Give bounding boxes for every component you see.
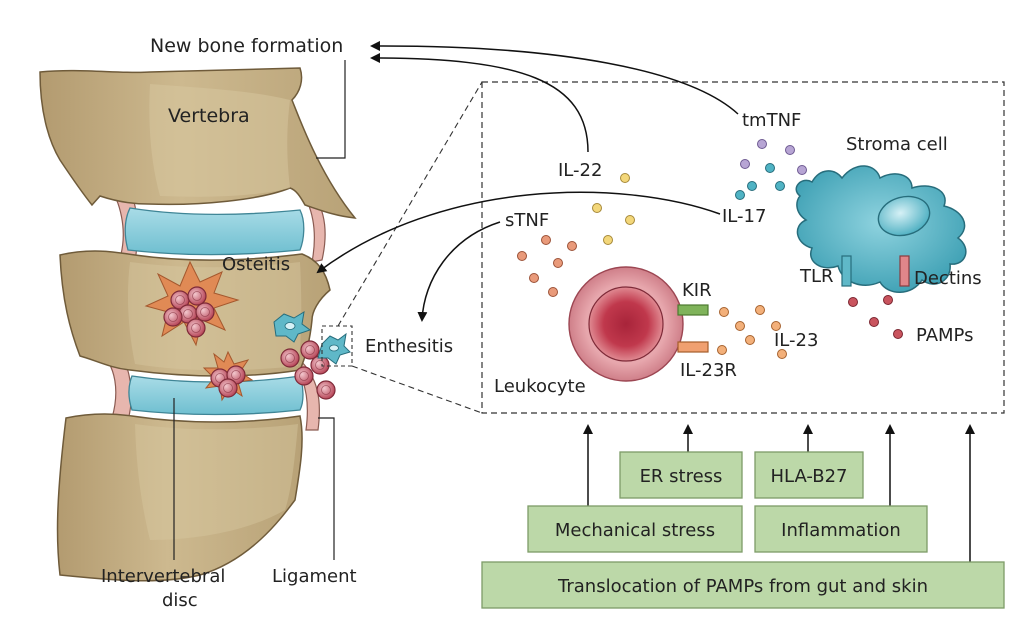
label-enthesitis: Enthesitis (365, 336, 453, 357)
pamps-dots (848, 295, 903, 339)
dectin-receptor (899, 255, 910, 287)
mechanical-stress-box (527, 505, 743, 553)
label-il23: IL-23 (774, 330, 818, 351)
arrow-stnf-to-enthesitis (417, 221, 501, 322)
label-ligament: Ligament (272, 566, 357, 587)
enthesis-zoom-box (321, 325, 353, 367)
il23r-receptor (677, 341, 709, 353)
il23-dots (717, 305, 787, 359)
stnf-dots (517, 235, 577, 297)
vertebra-bottom (56, 413, 303, 582)
label-il23r: IL-23R (680, 360, 737, 381)
disc-upper (124, 207, 305, 256)
label-il22: IL-22 (558, 160, 602, 181)
label-osteitis: Osteitis (222, 254, 290, 275)
stroma-cell-body (795, 165, 967, 293)
label-dectins: Dectins (914, 268, 982, 289)
translocation-box (481, 561, 1005, 609)
label-vertebra: Vertebra (168, 105, 250, 127)
hla-b27-box (754, 451, 864, 499)
leader-vertebra-new-bone (316, 60, 346, 159)
kir-receptor (677, 304, 709, 316)
vertebra-top-shading (149, 84, 290, 197)
arrow-il17-to-osteitis (316, 191, 721, 274)
label-stnf: sTNF (505, 210, 549, 231)
translocation-label: Translocation of PAMPs from gut and skin (557, 576, 928, 597)
inflammation-label: Inflammation (781, 520, 901, 541)
mechanical-stress-label: Mechanical stress (555, 520, 715, 541)
zoom-guide-bottom (351, 365, 483, 414)
leukocyte-nucleus (588, 286, 664, 362)
label-stroma-cell: Stroma cell (846, 134, 948, 155)
stroma-cell-nucleus (877, 195, 931, 237)
label-kir: KIR (682, 280, 712, 301)
leukocyte (568, 266, 709, 382)
vertebra-bottom-shading (135, 424, 298, 540)
tmtnf-dots (735, 139, 807, 200)
label-il17: IL-17 (722, 206, 766, 227)
arrow-tmtnf-to-new-bone (370, 40, 739, 115)
label-tlr: TLR (799, 266, 834, 287)
inflammation-box (754, 505, 928, 553)
spine-illustration (39, 67, 357, 582)
label-tmtnf: tmTNF (742, 110, 801, 131)
er-stress-box (619, 451, 743, 499)
label-new-bone-formation: New bone formation (150, 35, 343, 57)
il22-dots (592, 173, 635, 245)
arrow-il22-to-new-bone (370, 53, 589, 153)
leader-ligament (318, 417, 335, 560)
label-intervertebral-disc-2: disc (162, 590, 198, 611)
tlr-receptor (841, 255, 852, 287)
stroma-cell (795, 165, 967, 293)
label-intervertebral-disc-1: Intervertebral (101, 566, 225, 587)
detail-zoom-box (481, 81, 1005, 414)
zoom-guide-top (337, 81, 483, 327)
hla-b27-label: HLA-B27 (770, 466, 847, 487)
label-leukocyte: Leukocyte (494, 376, 586, 397)
er-stress-label: ER stress (640, 466, 723, 487)
label-pamps: PAMPs (916, 325, 973, 346)
